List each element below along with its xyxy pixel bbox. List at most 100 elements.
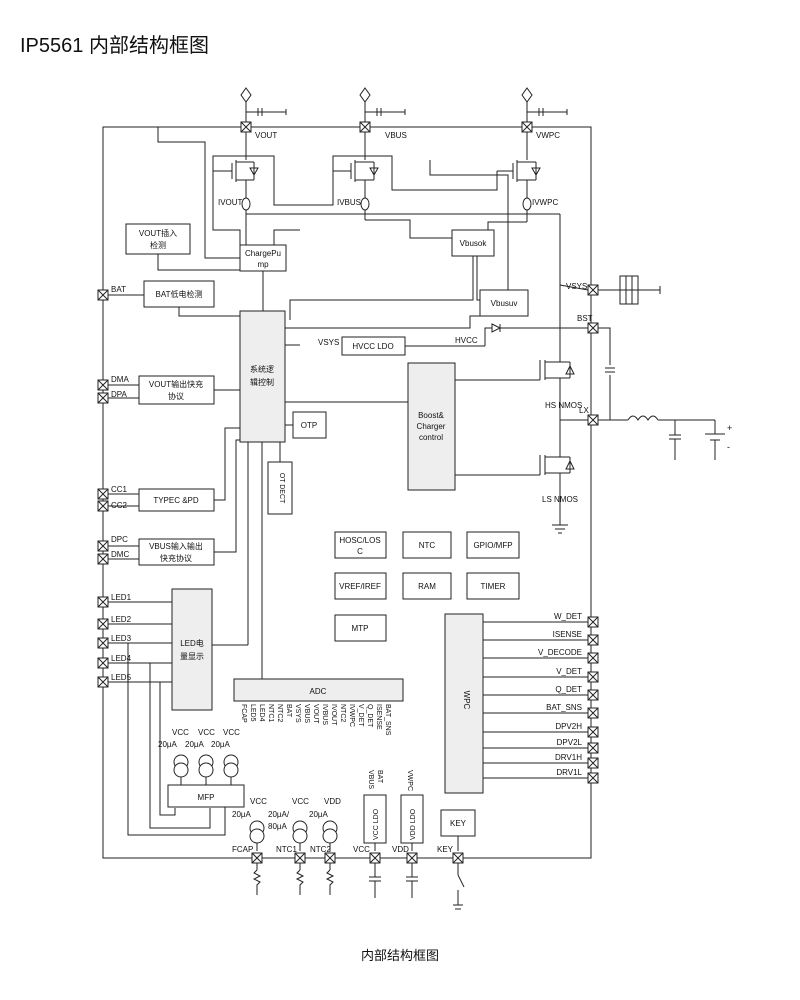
ram-block	[402, 572, 452, 600]
svg-text:-: -	[727, 442, 730, 452]
left-pins: BAT DMA DPA CC1 CC2 DPC DMC LED1 LED2 LE…	[97, 285, 132, 688]
external-components	[252, 863, 465, 910]
ntc-block	[402, 531, 452, 559]
system-logic-block	[239, 310, 286, 443]
bat-low-detect-block	[143, 280, 215, 308]
svg-text:KEY: KEY	[450, 819, 467, 828]
svg-text:DMA: DMA	[111, 375, 129, 384]
svg-text:20μA: 20μA	[232, 810, 252, 819]
svg-text:BAT: BAT	[285, 704, 292, 718]
svg-text:检测: 检测	[150, 240, 166, 250]
svg-text:快充协议: 快充协议	[160, 553, 192, 563]
bottom-pins: FCAP NTC1 NTC2 VCC VDD KEY	[232, 845, 464, 864]
svg-text:DRV1H: DRV1H	[555, 753, 582, 762]
svg-text:DPV2L: DPV2L	[557, 738, 583, 747]
svg-text:VSYS: VSYS	[294, 704, 301, 723]
svg-text:FCAP: FCAP	[240, 704, 247, 723]
svg-text:VOUT: VOUT	[312, 704, 319, 724]
vout-insert-detect-block	[125, 223, 191, 255]
svg-text:DMC: DMC	[111, 550, 129, 559]
svg-text:VWPC: VWPC	[406, 770, 413, 791]
svg-text:ChargePu: ChargePu	[245, 249, 281, 258]
svg-text:V_DET: V_DET	[556, 667, 582, 676]
right-pins-wpc: W_DET ISENSE V_DECODE V_DET Q_DET BAT_SN…	[483, 612, 599, 784]
svg-text:DPV2H: DPV2H	[555, 722, 582, 731]
svg-text:BAT_SNS: BAT_SNS	[384, 704, 391, 736]
svg-text:KEY: KEY	[437, 845, 454, 854]
svg-text:VCC: VCC	[250, 797, 267, 806]
adc-inputs: FCAP LED5 LED4 NTC1 NTC2 BAT VSYS VBUS V…	[240, 704, 391, 736]
ot-detect-block	[267, 461, 293, 515]
svg-text:VREF/IREF: VREF/IREF	[339, 582, 381, 591]
svg-text:IVOUT: IVOUT	[218, 198, 243, 207]
mosfet-vout	[213, 132, 259, 198]
right-pin-lx: LX + -	[579, 406, 732, 460]
svg-text:20μA: 20μA	[158, 740, 178, 749]
svg-text:DPC: DPC	[111, 535, 128, 544]
svg-text:VCC: VCC	[223, 728, 240, 737]
svg-text:HOSC/LOS: HOSC/LOS	[339, 536, 380, 545]
vbus-fast-charge-block	[138, 538, 215, 566]
svg-text:+: +	[727, 423, 732, 433]
svg-text:CC1: CC1	[111, 485, 128, 494]
svg-text:VBUS: VBUS	[367, 770, 374, 789]
svg-text:VOUT插入: VOUT插入	[139, 228, 177, 238]
otp-block	[292, 411, 327, 439]
svg-text:VDD LDO: VDD LDO	[410, 808, 417, 840]
hosc-losc-block	[334, 531, 387, 559]
page-title: IP5561 内部结构框图	[20, 34, 209, 57]
svg-text:系统逻: 系统逻	[250, 364, 274, 374]
svg-text:CC2: CC2	[111, 501, 128, 510]
svg-text:DPA: DPA	[111, 390, 128, 399]
svg-text:辑控制: 辑控制	[250, 377, 274, 387]
ls-nmos: LS NMOS	[539, 420, 578, 534]
svg-text:BST: BST	[577, 314, 593, 323]
svg-text:NTC1: NTC1	[267, 704, 274, 722]
svg-text:Q_DET: Q_DET	[366, 704, 373, 728]
svg-text:20μA: 20μA	[309, 810, 329, 819]
svg-text:LED5: LED5	[249, 704, 256, 722]
svg-text:LED5: LED5	[111, 673, 132, 682]
svg-text:C: C	[357, 547, 363, 556]
svg-text:协议: 协议	[168, 391, 184, 401]
sense-ivwpc: IVWPC	[522, 197, 558, 211]
vbusuv-block	[479, 289, 529, 317]
svg-text:TIMER: TIMER	[481, 582, 506, 591]
wpc-block	[444, 613, 484, 794]
hs-nmos: HS NMOS	[539, 340, 582, 420]
svg-text:VCC: VCC	[172, 728, 189, 737]
svg-text:VSYS: VSYS	[318, 338, 339, 347]
svg-text:LED2: LED2	[111, 615, 132, 624]
svg-text:VCC: VCC	[198, 728, 215, 737]
svg-text:WPC: WPC	[462, 691, 471, 710]
svg-text:VCC: VCC	[292, 797, 309, 806]
timer-block	[466, 572, 520, 600]
svg-text:TYPEC &PD: TYPEC &PD	[153, 496, 199, 505]
top-pin-vwpc: VWPC	[521, 87, 568, 140]
svg-text:IVBUS: IVBUS	[321, 704, 328, 725]
svg-text:20μA/: 20μA/	[268, 810, 290, 819]
mfp-block	[167, 784, 245, 808]
right-pin-vsys: VSYS	[566, 275, 661, 305]
svg-text:NTC2: NTC2	[310, 845, 331, 854]
top-pin-vout: VOUT	[240, 87, 287, 140]
pin-label: VWPC	[536, 131, 560, 140]
svg-text:ADC: ADC	[310, 687, 327, 696]
svg-text:BAT低电检测: BAT低电检测	[156, 289, 203, 299]
led-current-sources: VCC VCC VCC 20μA 20μA 20μA	[158, 728, 240, 785]
svg-text:VCC: VCC	[353, 845, 370, 854]
svg-text:IVWPC: IVWPC	[348, 704, 355, 727]
bottom-current-sources: VCC VCC VDD 20μA 20μA/ 80μA 20μA	[232, 797, 341, 851]
adc-block	[233, 678, 404, 702]
svg-text:Q_DET: Q_DET	[555, 685, 582, 694]
svg-text:NTC2: NTC2	[276, 704, 283, 722]
svg-text:HS NMOS: HS NMOS	[545, 401, 582, 410]
svg-text:Charger: Charger	[417, 422, 446, 431]
mosfet-vwpc	[497, 132, 541, 198]
svg-text:GPIO/MFP: GPIO/MFP	[473, 541, 512, 550]
svg-text:BAT_SNS: BAT_SNS	[546, 703, 582, 712]
svg-text:Vbusok: Vbusok	[460, 239, 488, 248]
svg-text:20μA: 20μA	[185, 740, 205, 749]
boost-charger-block	[407, 362, 456, 491]
svg-text:DRV1L: DRV1L	[556, 768, 582, 777]
